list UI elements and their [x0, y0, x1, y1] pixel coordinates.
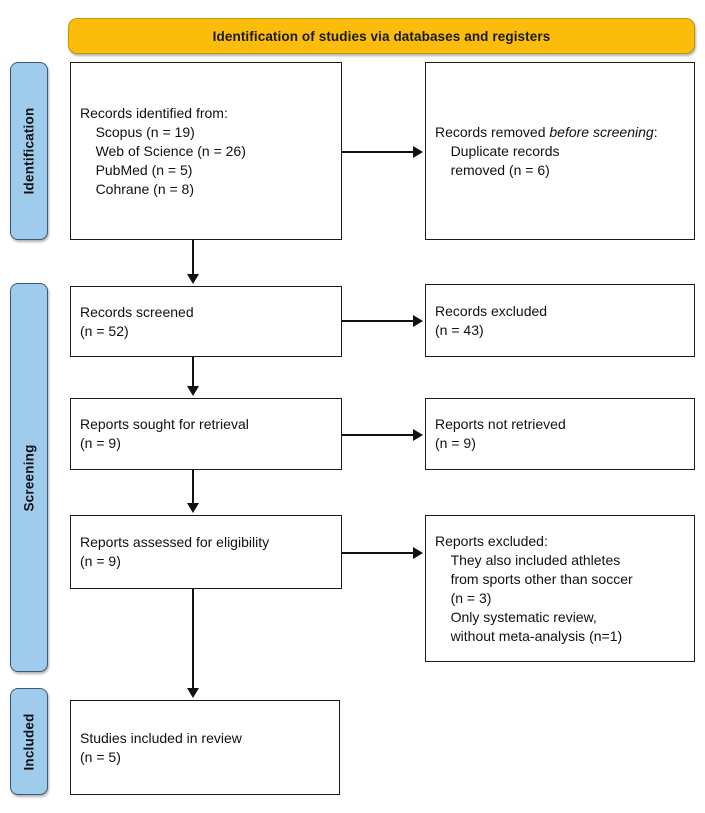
box-reports-assessed: Reports assessed for eligibility (n = 9): [70, 515, 342, 589]
arrow-head-down-icon: [187, 274, 199, 284]
arrow-head-right-icon: [413, 429, 423, 441]
box-reports-excluded-text: Reports excluded: They also included ath…: [435, 532, 633, 644]
connector-sought-to-not-retrieved: [342, 434, 415, 436]
arrow-head-down-icon: [187, 503, 199, 513]
box-records-removed-text: Records removed before screening: Duplic…: [426, 123, 694, 180]
box-reports-excluded: Reports excluded: They also included ath…: [425, 515, 695, 662]
connector-sought-to-assessed: [192, 470, 194, 504]
stage-label-identification-text: Identification: [21, 107, 37, 195]
arrow-head-right-icon: [413, 547, 423, 559]
stage-label-identification: Identification: [10, 62, 48, 240]
box-studies-included-text: Studies included in review (n = 5): [80, 729, 242, 765]
arrow-head-right-icon: [413, 315, 423, 327]
connector-assessed-to-excluded-reports: [342, 552, 415, 554]
stage-label-included: Included: [10, 688, 48, 795]
stage-label-included-text: Included: [21, 712, 37, 771]
box-studies-included: Studies included in review (n = 5): [70, 700, 340, 795]
box-reports-assessed-text: Reports assessed for eligibility (n = 9): [80, 534, 270, 569]
box-reports-not-retrieved: Reports not retrieved (n = 9): [425, 398, 695, 470]
box-records-screened: Records screened (n = 52): [70, 286, 342, 357]
connector-identified-to-screened: [192, 240, 194, 276]
box-records-excluded-text: Records excluded (n = 43): [435, 302, 548, 338]
connector-identified-to-removed: [342, 151, 415, 153]
connector-screened-to-sought: [192, 357, 194, 387]
box-records-removed: Records removed before screening: Duplic…: [425, 62, 695, 240]
box-records-identified: Records identified from: Scopus (n = 19)…: [70, 62, 342, 240]
connector-assessed-to-included: [192, 589, 194, 689]
box-reports-sought: Reports sought for retrieval (n = 9): [70, 398, 342, 470]
diagram-header-banner: Identification of studies via databases …: [68, 18, 695, 54]
arrow-head-down-icon: [187, 386, 199, 396]
box-records-excluded: Records excluded (n = 43): [425, 284, 695, 357]
arrow-head-down-icon: [187, 688, 199, 698]
stage-label-screening-text: Screening: [21, 443, 37, 512]
box-reports-not-retrieved-text: Reports not retrieved (n = 9): [435, 416, 566, 451]
connector-screened-to-excluded: [342, 320, 415, 322]
box-records-removed-heading-italic: before screening: [549, 123, 654, 140]
arrow-head-right-icon: [413, 146, 423, 158]
stage-label-screening: Screening: [10, 283, 48, 672]
box-reports-sought-text: Reports sought for retrieval (n = 9): [80, 416, 249, 451]
box-records-removed-heading-suffix: :: [653, 123, 658, 140]
box-records-identified-text: Records identified from: Scopus (n = 19)…: [80, 104, 246, 197]
box-records-removed-detail: Duplicate records removed (n = 6): [450, 142, 560, 178]
diagram-title: Identification of studies via databases …: [212, 28, 551, 44]
box-records-removed-heading-prefix: Records removed: [435, 123, 550, 140]
box-records-screened-text: Records screened (n = 52): [80, 303, 194, 339]
